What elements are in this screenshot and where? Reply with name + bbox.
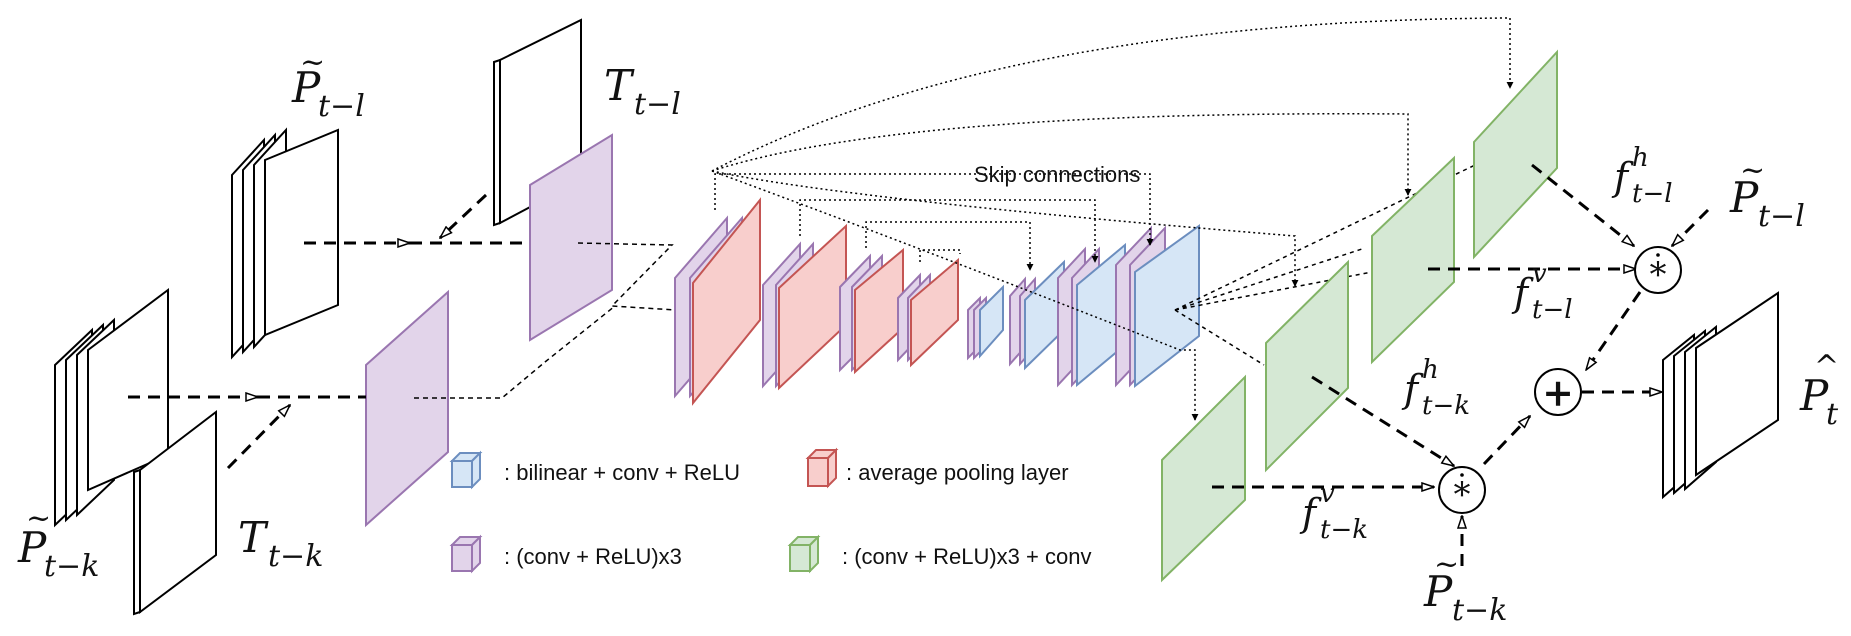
label-p-tilde-tk: ~ P t−k xyxy=(17,501,99,584)
svg-text:*: * xyxy=(1650,255,1667,295)
svg-text:~: ~ xyxy=(300,45,325,80)
svg-text:t−k: t−k xyxy=(1320,515,1368,545)
label-t-tl: T t−l xyxy=(604,61,681,122)
plus-node: + xyxy=(1534,368,1582,416)
svg-text:T: T xyxy=(238,513,269,562)
arrow-mult-tl-to-plus xyxy=(1586,291,1642,370)
skip-connections-label: Skip connections xyxy=(974,162,1140,187)
label-p-tilde-tl: ~ P t−l xyxy=(291,45,365,124)
svg-text:t−k: t−k xyxy=(1422,391,1470,421)
svg-text:*: * xyxy=(1454,475,1471,515)
feed-line-upper xyxy=(577,242,677,311)
label-p-tilde-tk-bottom: ~ P t−k xyxy=(1423,547,1507,628)
svg-text:t−l: t−l xyxy=(1532,295,1573,325)
conv-block-upper xyxy=(529,133,613,342)
skip-connections xyxy=(711,17,1514,421)
label-fv-tl: f v t−l xyxy=(1511,259,1573,325)
legend-conv3-cube xyxy=(449,534,483,574)
svg-text:~: ~ xyxy=(1434,547,1459,582)
multiply-node-tk: * xyxy=(1438,466,1486,515)
svg-text:^: ^ xyxy=(1814,349,1839,384)
svg-text:h: h xyxy=(1632,143,1649,173)
svg-text:v: v xyxy=(1320,479,1335,509)
label-fv-tk: f v t−k xyxy=(1299,479,1368,545)
legend-avgpool-cube xyxy=(805,447,839,489)
svg-text:P: P xyxy=(291,63,321,112)
svg-text:P: P xyxy=(1799,371,1829,420)
svg-text:P: P xyxy=(17,523,47,572)
svg-text:~: ~ xyxy=(1740,153,1765,188)
head-h-tl xyxy=(1473,49,1558,260)
svg-text:P: P xyxy=(1729,173,1759,222)
svg-text:t: t xyxy=(1826,397,1839,432)
svg-text:t−k: t−k xyxy=(1452,593,1507,628)
svg-text:t−k: t−k xyxy=(268,539,323,574)
input-stack-p-tilde-tk xyxy=(54,288,169,528)
svg-text:h: h xyxy=(1422,355,1439,385)
legend: : bilinear + conv + ReLU : average pooli… xyxy=(449,447,1091,574)
arrow-mult-tk-to-plus xyxy=(1482,416,1530,466)
label-fh-tl: f h t−l xyxy=(1611,143,1673,209)
arrow-fh-tl xyxy=(1531,163,1634,246)
legend-avgpool-label: : average pooling layer xyxy=(846,460,1069,485)
multiply-node-tl: * xyxy=(1634,246,1682,295)
head-h-tk xyxy=(1265,259,1349,473)
legend-bilinear-label: : bilinear + conv + ReLU xyxy=(504,460,740,485)
arrow-fh-tk xyxy=(1311,375,1454,468)
svg-text:P: P xyxy=(1423,567,1453,616)
decoder-to-heads-links xyxy=(1174,164,1476,366)
svg-text:~: ~ xyxy=(26,501,51,536)
legend-conv3-conv-label: : (conv + ReLU)x3 + conv xyxy=(842,544,1091,569)
label-p-tilde-tl-right: ~ P t−l xyxy=(1729,153,1805,234)
svg-text:T: T xyxy=(604,61,635,110)
head-v-tk xyxy=(1161,374,1246,583)
head-v-tl xyxy=(1371,155,1455,365)
svg-text:f: f xyxy=(1611,155,1634,199)
output-stack-p-hat xyxy=(1662,291,1779,500)
svg-text:t−k: t−k xyxy=(44,549,99,584)
svg-text:f: f xyxy=(1511,271,1534,315)
arrow-t-tk-to-merge xyxy=(226,405,290,470)
label-p-hat: ^ P t xyxy=(1799,349,1839,432)
unet-encoder xyxy=(674,197,1004,406)
legend-bilinear-cube xyxy=(449,450,483,490)
svg-text:v: v xyxy=(1532,259,1547,289)
svg-text:+: + xyxy=(1542,370,1574,415)
arrow-t-tl-to-merge xyxy=(440,193,488,238)
label-t-tk: T t−k xyxy=(238,513,323,574)
legend-conv3-conv-cube xyxy=(787,534,821,574)
frame-t-tk xyxy=(133,409,217,616)
svg-text:f: f xyxy=(1299,491,1322,535)
input-stack-p-tilde-tl xyxy=(231,127,339,360)
svg-text:f: f xyxy=(1401,367,1424,411)
arrow-p-tl-right xyxy=(1672,208,1710,246)
svg-text:t−l: t−l xyxy=(318,89,365,124)
svg-text:t−l: t−l xyxy=(1758,199,1805,234)
label-fh-tk: f h t−k xyxy=(1401,355,1470,421)
svg-text:t−l: t−l xyxy=(634,87,681,122)
svg-text:t−l: t−l xyxy=(1632,179,1673,209)
legend-conv3-label: : (conv + ReLU)x3 xyxy=(504,544,682,569)
unet-decoder xyxy=(1009,224,1200,389)
conv-block-lower xyxy=(365,289,449,528)
